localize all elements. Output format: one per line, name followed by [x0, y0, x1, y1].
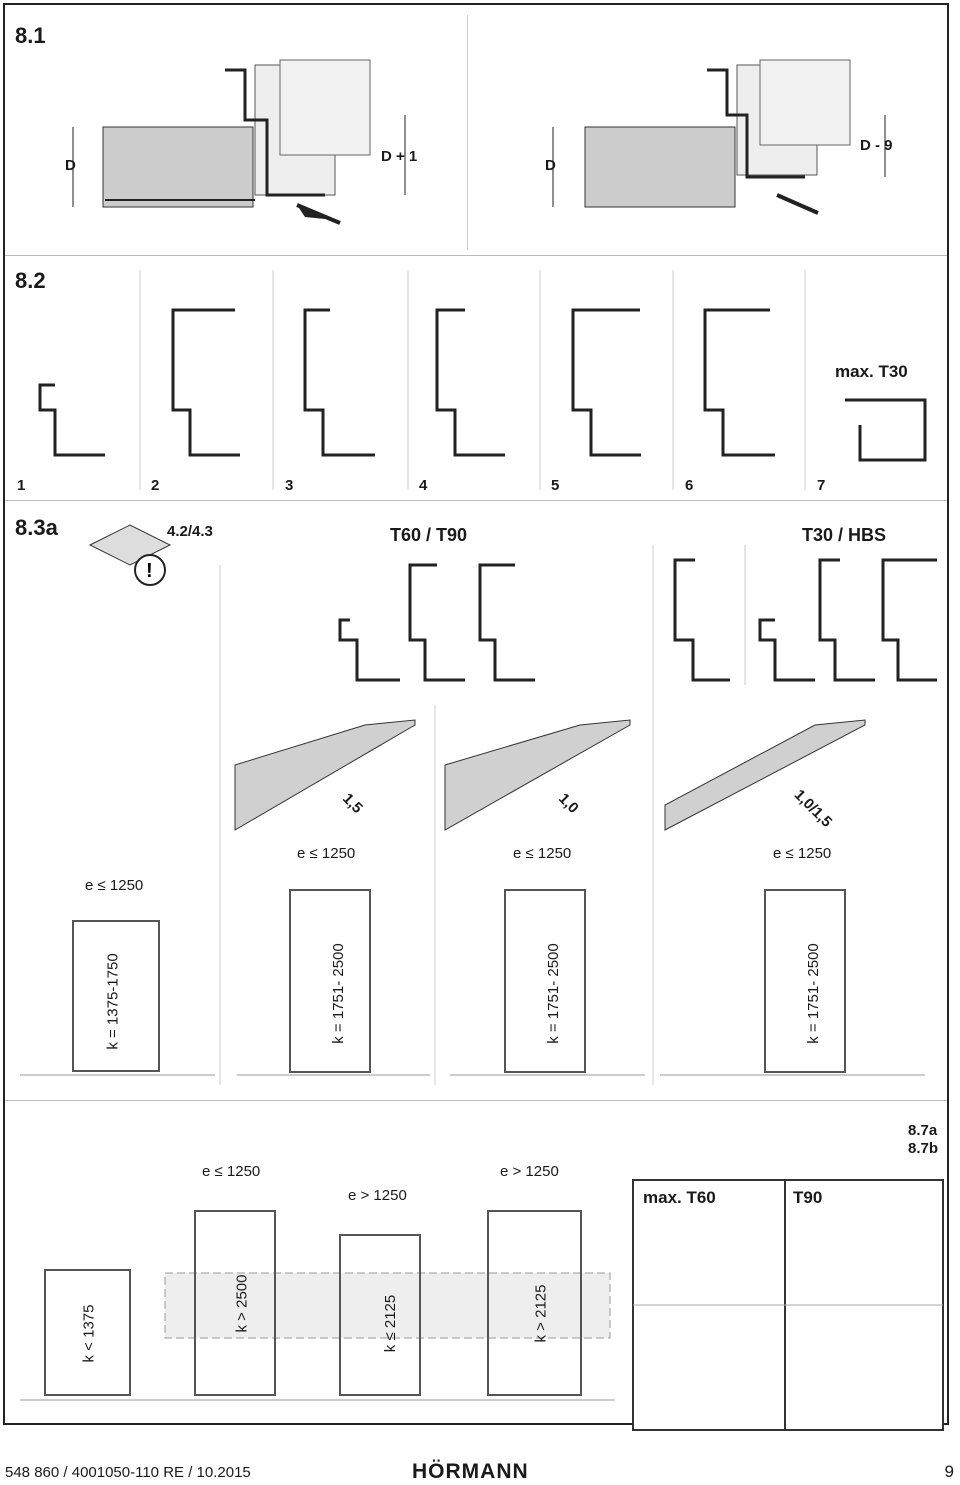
section-title-8-1: 8.1: [15, 23, 46, 48]
lower-frame-4-k: k > 2125: [532, 1284, 550, 1343]
section-title-8-3a: 8.3a: [15, 515, 58, 540]
lower-frame-3-e: e > 1250: [348, 1187, 407, 1204]
frame-1-k: k = 1375-1750: [104, 953, 122, 1050]
reference-4-2-4-3: 4.2/4.3: [167, 523, 213, 540]
frames-8-3a: [20, 545, 937, 1085]
lower-frame-3-k: k ≤ 2125: [382, 1294, 400, 1353]
frame-2-k: k = 1751- 2500: [329, 943, 347, 1044]
lower-frame-4-e: e > 1250: [500, 1163, 559, 1180]
profile-6: 6: [685, 477, 694, 494]
frame-1-e: e ≤ 1250: [85, 877, 144, 894]
dim-d-plus-1: D + 1: [381, 148, 418, 165]
panel-max-t60: max. T60: [643, 1188, 716, 1207]
section-title-8-2: 8.2: [15, 268, 46, 293]
reference-8-7b: 8.7b: [908, 1140, 939, 1157]
panel-t90: T90: [793, 1188, 823, 1207]
profile-5: 5: [551, 477, 560, 494]
frame-2-e: e ≤ 1250: [297, 845, 356, 862]
group-t60-t90: T60 / T90: [390, 525, 468, 545]
lower-frame-1-k: k < 1375: [80, 1304, 98, 1363]
warning-icon: !: [88, 524, 172, 586]
profile-2: 2: [151, 477, 160, 494]
reference-8-7a: 8.7a: [908, 1122, 938, 1139]
document-number: 548 860 / 4001050-110 RE / 10.2015: [5, 1464, 251, 1481]
max-t30-label: max. T30: [835, 362, 908, 381]
frame-4-e: e ≤ 1250: [773, 845, 832, 862]
frames-lower: [20, 1179, 944, 1431]
lower-frame-2-k: k > 2500: [233, 1274, 251, 1333]
frame-4-k: k = 1751- 2500: [804, 943, 822, 1044]
frame-3-e: e ≤ 1250: [513, 845, 572, 862]
profile-3: 3: [285, 477, 294, 494]
profile-7: 7: [817, 477, 826, 494]
brand-logo: HÖRMANN: [412, 1460, 529, 1483]
svg-text:!: !: [146, 560, 153, 582]
profile-1: 1: [17, 477, 26, 494]
diagram-8-1-left: [72, 59, 406, 225]
group-t30-hbs: T30 / HBS: [802, 525, 887, 545]
profile-4: 4: [419, 477, 428, 494]
page-number: 9: [944, 1462, 954, 1481]
profiles-8-2: [38, 270, 927, 490]
dim-d-minus-9: D - 9: [860, 137, 893, 154]
lower-frame-2-e: e ≤ 1250: [202, 1163, 261, 1180]
dim-d-left: D: [65, 157, 76, 174]
diagram-8-1-right: [552, 59, 886, 215]
frame-3-k: k = 1751- 2500: [544, 943, 562, 1044]
instruction-sheet: 8.1 D D + 1 D D - 9 8.2: [3, 3, 949, 1431]
dim-d-right: D: [545, 157, 556, 174]
divider: [467, 15, 468, 250]
